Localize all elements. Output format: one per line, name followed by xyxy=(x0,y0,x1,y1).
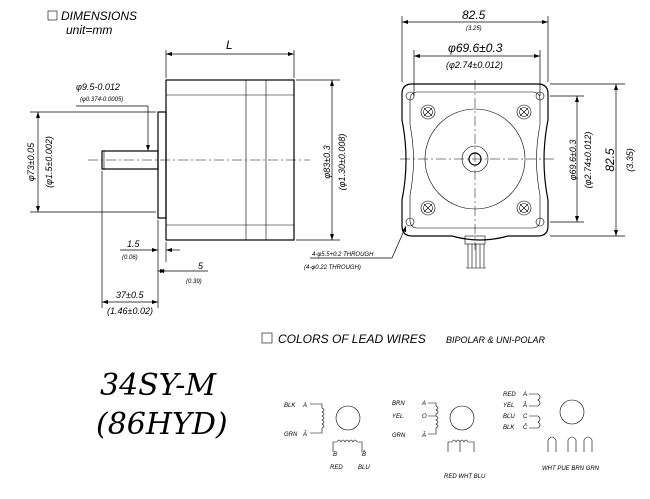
pole-label: C̄ xyxy=(523,424,528,431)
front-width-inch: (3.25) xyxy=(466,26,482,32)
wire-colors-bottom: WHT PUE BRN GRN xyxy=(542,466,600,472)
wire-color: RED xyxy=(330,465,343,471)
screw-icon xyxy=(420,200,436,216)
front-view: 82.5 (3.25) φ69.6±0.3 (φ2.74±0.012) xyxy=(304,8,635,271)
pole-label: Ā xyxy=(421,432,426,439)
front-width: 82.5 xyxy=(462,8,486,22)
wire-color: GRN xyxy=(392,433,406,439)
wire-color: BLU xyxy=(358,465,370,471)
side-view: L φ9.5-0.012 (φ0.374-0.0005) φ73±0.05 (φ… xyxy=(26,38,347,316)
pole-label: A xyxy=(421,401,426,407)
screw-icon xyxy=(420,104,436,120)
length-label: L xyxy=(226,38,233,52)
mounting-holes: 4-φ5.5+0.2 THROUGH xyxy=(312,252,374,258)
shaft-diameter: φ9.5-0.012 xyxy=(76,82,120,92)
body-diameter-inch: (φ1.30±0.008) xyxy=(337,134,347,191)
dimensions-checkbox-icon xyxy=(47,10,58,21)
screw-icon xyxy=(516,104,532,120)
wire-color: BLU xyxy=(503,414,515,420)
mounting-hole-icon xyxy=(535,91,545,101)
bolt-circle-vertical: φ69.6±0.3 xyxy=(568,140,578,181)
rotor-icon xyxy=(335,405,361,431)
pole-label: A xyxy=(522,392,527,398)
pilot-diameter-inch: (φ1.5±0.002) xyxy=(44,136,54,188)
model-name: 34SY-M xyxy=(100,368,217,403)
dimensions-title: DIMENSIONS xyxy=(61,9,137,23)
bolt-circle-vertical-inch: (φ2.74±0.012) xyxy=(583,132,593,189)
wire-color: BLK xyxy=(284,403,296,409)
pilot-depth: 5 xyxy=(198,261,204,271)
flange-thickness-inch: (0.06) xyxy=(122,255,138,261)
wire-color: YEL xyxy=(503,403,514,409)
wiring-diagram-unipolar-8: RED YEL BLU BLK A Ā C C̄ WHT PUE BRN GRN xyxy=(503,392,600,472)
colors-title: COLORS OF LEAD WIRES xyxy=(278,332,426,346)
front-flange xyxy=(157,111,167,219)
pole-label: B xyxy=(333,452,337,458)
pole-label: A xyxy=(302,403,307,409)
front-height-inch: (3.35) xyxy=(625,148,635,172)
pole-label: C xyxy=(523,414,528,420)
colors-subtitle: BIPOLAR & UNI-POLAR xyxy=(446,335,546,345)
wire-color: BLK xyxy=(503,425,515,431)
pilot-diameter: φ73±0.05 xyxy=(26,142,36,181)
shaft-length: 37±0.5 xyxy=(116,290,144,300)
wiring-diagram-unipolar-6: BRN YEL GRN A O Ā RED WHT BLU xyxy=(392,401,486,480)
screw-icon xyxy=(516,200,532,216)
wiring-diagram-bipolar: BLK GRN A Ā B B̄ RED BLU xyxy=(284,403,370,471)
flange-thickness: 1.5 xyxy=(127,239,141,249)
rotor-icon xyxy=(449,405,475,431)
wire-color: BRN xyxy=(392,401,405,407)
motor-face xyxy=(401,83,549,241)
wire-colors-bottom: RED WHT BLU xyxy=(444,474,486,480)
wire-color: YEL xyxy=(392,414,403,420)
mounting-holes-inch: (4-φ0.22 THROUGH) xyxy=(304,265,361,271)
mounting-hole-icon xyxy=(535,217,545,227)
colors-checkbox-icon xyxy=(261,332,273,344)
unit-label: unit=mm xyxy=(66,23,112,37)
mounting-hole-icon xyxy=(405,217,415,227)
rotor-icon xyxy=(559,399,585,425)
wire-color: GRN xyxy=(284,432,298,438)
mounting-hole-icon xyxy=(405,91,415,101)
front-height: 82.5 xyxy=(603,148,617,172)
bolt-circle: φ69.6±0.3 xyxy=(448,41,503,55)
model-code: (86HYD) xyxy=(96,407,228,442)
bolt-circle-inch: (φ2.74±0.012) xyxy=(446,60,503,70)
pole-label: O xyxy=(422,414,427,420)
wire-color: RED xyxy=(503,392,516,398)
pole-label: Ā xyxy=(522,402,527,409)
pole-label: Ā xyxy=(302,431,307,438)
shaft-diameter-inch: (φ0.374-0.0005) xyxy=(80,97,123,103)
pilot-depth-inch: (0.39) xyxy=(186,279,202,285)
shaft-length-inch: (1.46±0.02) xyxy=(107,306,153,316)
pole-label: B̄ xyxy=(362,451,366,458)
body-diameter: φ83±0.3 xyxy=(322,145,332,178)
